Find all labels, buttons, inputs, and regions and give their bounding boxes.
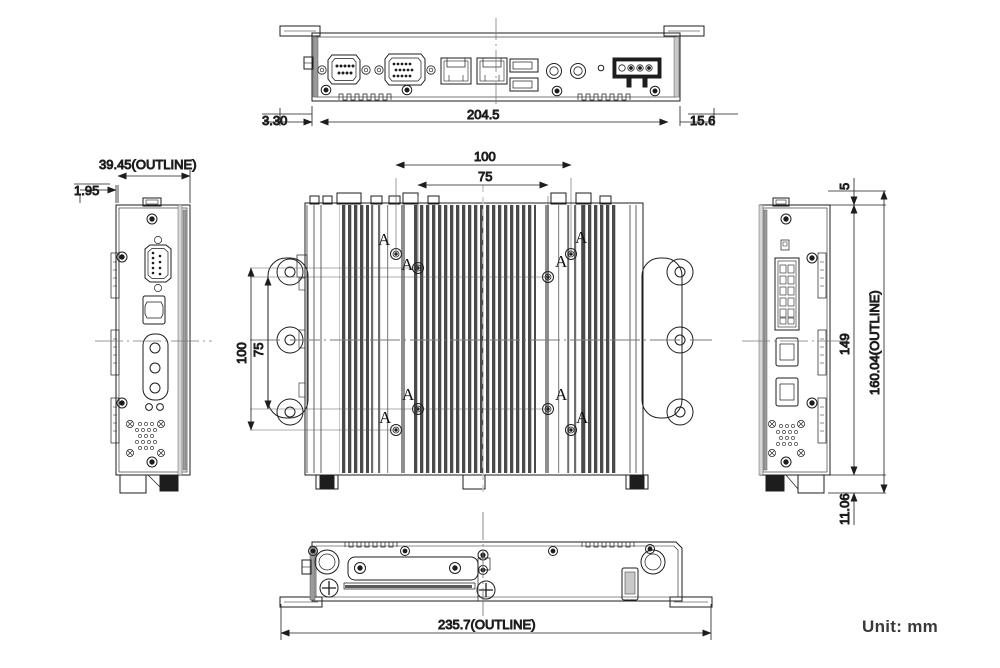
dim-hole-pitch-y-inner: 75 — [251, 343, 266, 357]
rj45-lan-port-1 — [440, 57, 472, 85]
expansion-header — [774, 257, 800, 331]
dim-top-clearance: 5 — [837, 183, 852, 190]
dim-bottom-clearance: 11.06 — [837, 493, 852, 525]
callout-a-5: A — [402, 385, 415, 404]
dim-body-height: 149 — [837, 333, 852, 355]
hdmi-port — [142, 295, 166, 325]
audio-jack-1 — [546, 63, 562, 79]
top-plan-view — [250, 178, 712, 495]
dim-edge-offset: 1.95 — [74, 183, 99, 198]
callout-letters: A A A A A A A A — [378, 228, 589, 427]
power-connector-4pin — [612, 57, 662, 88]
left-side-view — [95, 197, 212, 494]
dim-right-offset: 15.6 — [690, 113, 715, 128]
panel-screws — [320, 84, 661, 97]
bottom-dimension — [280, 604, 712, 640]
dim-outline-height: 160.04(OUTLINE) — [867, 290, 882, 395]
rj45-lan-port-2 — [476, 57, 508, 85]
extension-lines — [250, 178, 572, 431]
front-io-panel-view — [279, 18, 705, 108]
dim-outline-width: 235.7(OUTLINE) — [438, 617, 536, 632]
dim-panel-width: 204.5 — [467, 107, 500, 122]
callout-a-2: A — [401, 255, 414, 274]
dim-left-offset: 3.30 — [262, 113, 287, 128]
dim-hole-pitch-x-inner: 75 — [478, 169, 492, 184]
callout-a-8: A — [576, 408, 589, 427]
db9-serial-port — [317, 54, 371, 85]
bottom-view — [279, 512, 713, 618]
dim-hole-pitch-x-outer: 100 — [474, 149, 496, 164]
dim-outline-depth: 39.45(OUTLINE) — [99, 157, 197, 172]
dim-hole-pitch-y-outer: 100 — [234, 342, 249, 364]
mounting-ear-right-bottom — [669, 596, 713, 608]
mounting-ear-left-bottom — [279, 596, 323, 608]
callout-a-1: A — [378, 230, 391, 249]
vga-port — [374, 53, 436, 86]
right-body-outline — [759, 204, 831, 476]
right-rail-tabs — [817, 252, 827, 444]
mounting-bracket-right — [641, 257, 694, 426]
phillips-screws — [319, 578, 496, 600]
right-side-view — [742, 197, 845, 494]
usb-port-lower — [509, 77, 539, 92]
left-view-dimensions — [74, 170, 191, 203]
top-connector-stubs — [309, 192, 612, 205]
unit-note: Unit: mm — [862, 617, 939, 636]
speaker-grille — [126, 420, 165, 457]
db9-serial-port — [144, 236, 172, 292]
callout-a-6: A — [379, 408, 392, 427]
mounting-ear-right — [663, 25, 705, 37]
main-vertical-dimensions — [247, 267, 272, 431]
usb-port-upper — [775, 337, 799, 367]
led-indicator — [597, 64, 605, 72]
speaker-grille — [768, 420, 805, 457]
slot-switch — [621, 567, 639, 601]
right-view-dimensions — [828, 178, 888, 525]
left-rail-tabs — [110, 252, 120, 444]
callout-a-3: A — [555, 252, 568, 271]
usb-port-upper — [509, 58, 539, 73]
antenna-plate — [142, 333, 169, 411]
top-dimensions — [262, 106, 738, 126]
main-horizontal-dimensions — [395, 161, 572, 189]
bottom-feet — [315, 474, 649, 490]
access-panel — [343, 556, 491, 601]
usb-port-lower — [775, 377, 799, 407]
callout-a-7: A — [555, 385, 568, 404]
mounting-ear-left — [279, 25, 321, 37]
vent-teeth-bottom — [344, 541, 635, 548]
callout-a-4: A — [575, 228, 588, 247]
audio-jack-2 — [570, 63, 586, 79]
